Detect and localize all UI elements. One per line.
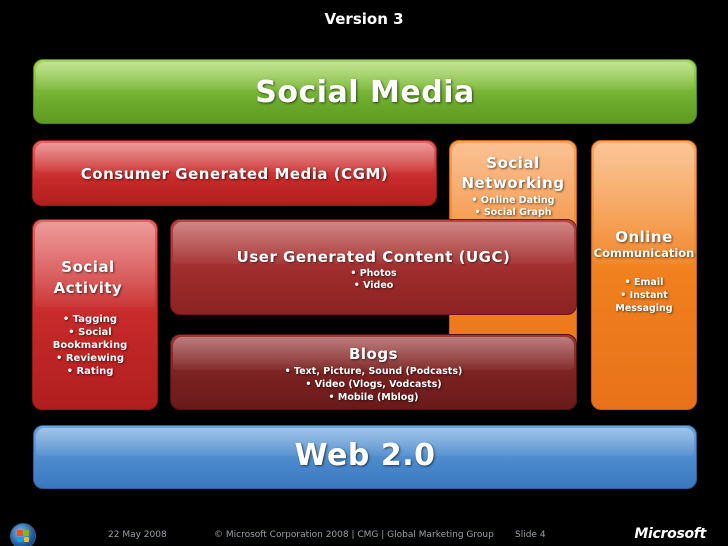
- blogs-bullet: • Text, Picture, Sound (Podcasts): [284, 366, 463, 377]
- footer-slide-number: Slide 4: [515, 530, 546, 540]
- social-activity-title: Social Activity: [19, 257, 157, 299]
- social-activity-bullet: • Rating: [66, 366, 114, 377]
- social-activity-bullet: • Tagging: [62, 314, 118, 325]
- cgm-title: Consumer Generated Media (CGM): [80, 165, 389, 183]
- cgm-box: Consumer Generated Media (CGM): [32, 140, 437, 206]
- online-communication-title-line2: Communication: [593, 246, 695, 260]
- social-media-box: Social Media: [33, 59, 697, 124]
- ugc-bullets: • Photos • Video: [171, 268, 576, 292]
- social-activity-bullet: • Reviewing: [55, 353, 125, 364]
- social-networking-title: Social Networking: [450, 153, 576, 193]
- social-activity-box: Social Activity • Tagging • Social Bookm…: [32, 219, 158, 410]
- web20-box: Web 2.0: [33, 425, 697, 489]
- blogs-box: Blogs • Text, Picture, Sound (Podcasts) …: [170, 334, 577, 410]
- social-networking-bullet: • Online Dating: [471, 195, 555, 206]
- ugc-box: User Generated Content (UGC) • Photos • …: [170, 219, 577, 315]
- blogs-bullet: • Video (Vlogs, Vodcasts): [305, 379, 442, 390]
- online-communication-title-line1: Online: [615, 228, 673, 246]
- online-communication-bullets: • Email • Instant Messaging: [592, 276, 696, 315]
- blogs-title: Blogs: [348, 345, 399, 363]
- slide-title: Version 3: [324, 10, 404, 28]
- social-networking-title-line2: Networking: [461, 174, 565, 192]
- blogs-bullet: • Mobile (Mblog): [328, 392, 419, 403]
- ugc-bullet: • Video: [353, 280, 394, 291]
- footer-copyright: © Microsoft Corporation 2008 | CMG | Glo…: [214, 530, 494, 540]
- footer: 22 May 2008 © Microsoft Corporation 2008…: [0, 522, 728, 546]
- ugc-bullet: • Photos: [350, 268, 397, 279]
- social-activity-bullet: • Social: [68, 327, 112, 338]
- online-communication-bullet: • Email: [624, 277, 664, 288]
- social-networking-title-line1: Social: [486, 154, 540, 172]
- web20-title: Web 2.0: [294, 438, 436, 473]
- social-activity-bullet: Bookmarking: [52, 340, 128, 351]
- windows-start-icon[interactable]: [10, 523, 36, 546]
- social-activity-title-line1: Social: [61, 258, 115, 276]
- blogs-bullets: • Text, Picture, Sound (Podcasts) • Vide…: [171, 365, 576, 404]
- social-networking-bullet: • Social Graph: [474, 207, 552, 218]
- microsoft-logo: Microsoft: [634, 526, 706, 542]
- social-activity-title-line2: Activity: [53, 279, 123, 297]
- windows-flag-icon: [17, 530, 29, 542]
- social-activity-bullets: • Tagging • Social Bookmarking • Reviewi…: [23, 313, 157, 378]
- online-communication-bullet: • Instant Messaging: [615, 290, 673, 314]
- online-communication-box: Online Communication • Email • Instant M…: [591, 140, 697, 410]
- ugc-title: User Generated Content (UGC): [236, 248, 511, 266]
- social-networking-bullets: • Online Dating • Social Graph: [450, 195, 576, 219]
- footer-date: 22 May 2008: [108, 530, 167, 540]
- social-media-title: Social Media: [255, 75, 475, 110]
